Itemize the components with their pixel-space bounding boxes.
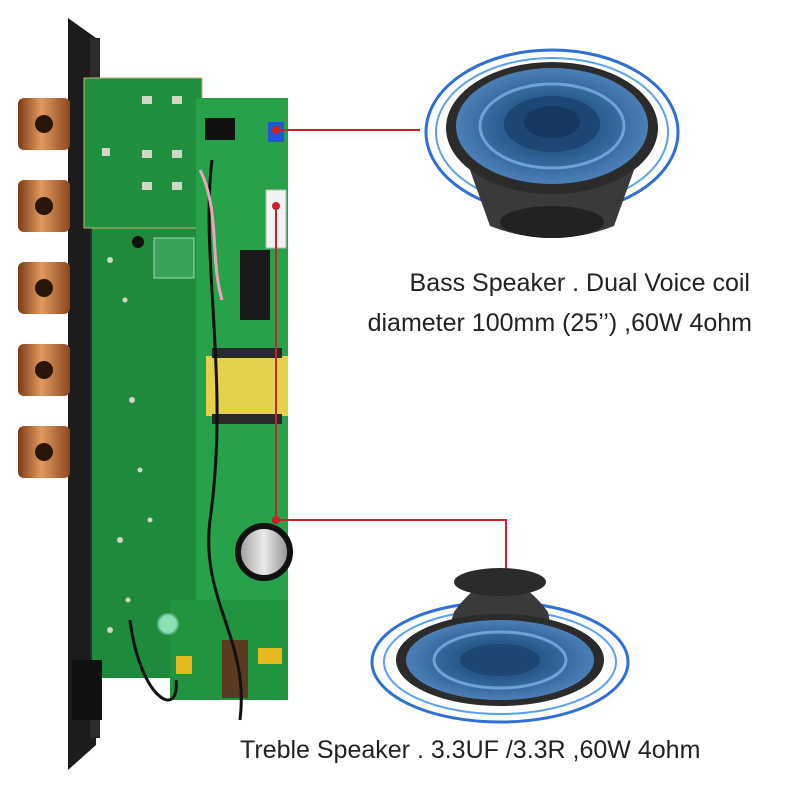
- yellow-cap: [258, 648, 282, 664]
- power-switch: [72, 660, 102, 720]
- treble-leader-line: [275, 206, 507, 570]
- ic-chip: [205, 118, 235, 140]
- leader-lines: [275, 129, 507, 570]
- wire-black-2: [128, 619, 178, 702]
- treble-caption: Treble Speaker . 3.3UF /3.3R ,60W 4ohm: [240, 736, 701, 764]
- wire-black: [207, 159, 243, 721]
- rca-jacks: [18, 98, 70, 478]
- bass-caption-line2: diameter 100mm (25’’) ,60W 4ohm: [367, 309, 752, 337]
- wire-pink: [198, 169, 224, 301]
- yellow-cap-2: [176, 656, 192, 674]
- bass-leader-dot: [272, 126, 280, 134]
- transformer-core: [212, 348, 282, 358]
- tweeter-speaker-image: [370, 568, 630, 724]
- pcb-sticker: [153, 237, 195, 279]
- bass-caption-line1: Bass Speaker . Dual Voice coil: [409, 269, 750, 297]
- pcb-pads: [102, 96, 182, 633]
- yellow-transformer: [206, 356, 288, 416]
- amplifier-board: [18, 18, 293, 770]
- treble-leader-dot-2: [272, 516, 280, 524]
- capacitor: [235, 523, 293, 581]
- pcb-screw: [132, 236, 144, 248]
- treble-leader-dot: [272, 202, 280, 210]
- woofer-speaker-image: [424, 48, 680, 238]
- transformer-core-bottom: [212, 414, 282, 424]
- status-led: [157, 613, 179, 635]
- heatsink: [240, 250, 270, 320]
